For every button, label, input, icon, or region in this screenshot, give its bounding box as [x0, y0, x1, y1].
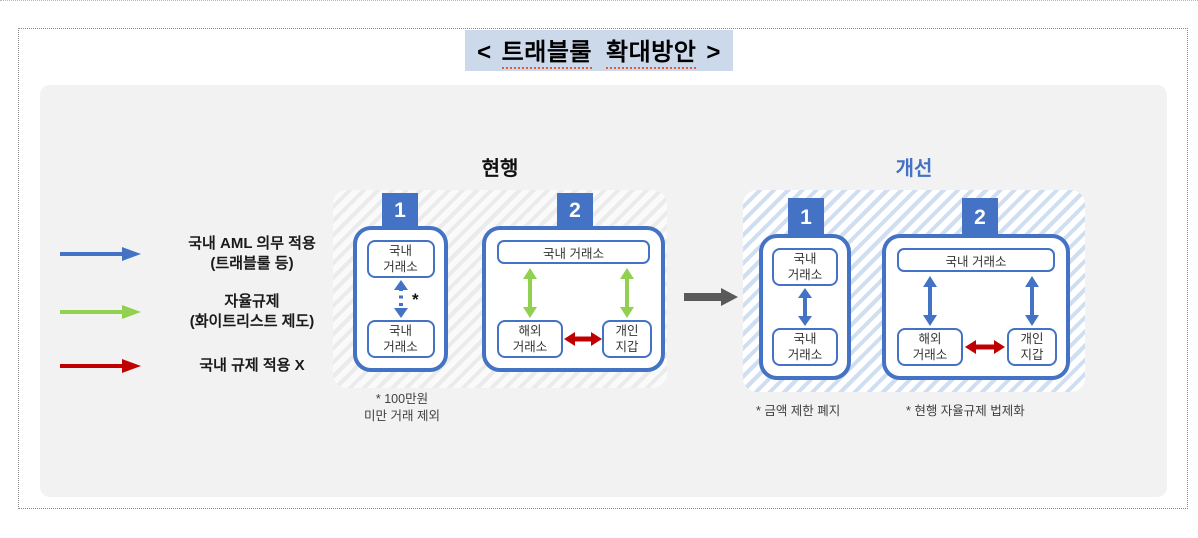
scenario-2-container: 국내 거래소 해외 거래소 개인 지갑	[482, 226, 665, 372]
scenario-1-container: 국내 거래소 국내 거래소	[759, 234, 851, 380]
transition-arrow-icon	[684, 288, 738, 306]
outer-dotted-border	[18, 28, 1188, 509]
red-arrow-icon	[60, 359, 141, 373]
section-header-improved: 개선	[895, 158, 933, 180]
footnote-improved-2: * 현행 자율규제 법제화	[906, 404, 1025, 418]
domestic-exchange-box: 국내 거래소	[366, 320, 435, 358]
scenario-2-container: 국내 거래소 해외 거래소 개인 지갑	[882, 234, 1070, 380]
legend-item-domestic-aml: 국내 AML 의무 적용 (트래블룰 등)	[58, 228, 360, 280]
scenario-2-tab: 2	[557, 193, 593, 229]
personal-wallet-box: 개인 지갑	[602, 320, 652, 358]
personal-wallet-box: 개인 지갑	[1007, 328, 1057, 366]
title-word-2: 확대방안	[606, 39, 697, 69]
domestic-exchange-box: 국내 거래소	[366, 240, 435, 278]
legend-label: 국내 규제 적용 X	[199, 357, 305, 374]
top-dotted-rule	[0, 0, 1198, 1]
overseas-exchange-box: 해외 거래소	[897, 328, 963, 366]
title-bar: < 트래블룰 확대방안 >	[0, 30, 1198, 71]
domestic-exchange-box: 국내 거래소	[772, 328, 838, 366]
scenario-1-tab: 1	[788, 198, 824, 237]
title-close-bracket: >	[706, 39, 721, 66]
scenario-2-tab: 2	[962, 198, 998, 237]
section-header-current: 현행	[481, 158, 519, 180]
green-double-arrow-icon	[523, 268, 537, 318]
title-word-1: 트래블룰	[501, 39, 592, 69]
legend-label: 자율규제 (화이트리스트 제도)	[189, 293, 315, 330]
legend-item-no-regulation: 국내 규제 적용 X	[58, 348, 360, 384]
footnote-marker: *	[412, 290, 419, 309]
title-open-bracket: <	[477, 39, 492, 66]
green-double-arrow-icon	[620, 268, 634, 318]
scenario-1-container: 국내 거래소 * 국내 거래소	[353, 226, 448, 372]
page-title: < 트래블룰 확대방안 >	[465, 30, 733, 71]
dashed-blue-double-arrow-icon	[393, 280, 408, 318]
legend-label: 국내 AML 의무 적용 (트래블룰 등)	[188, 235, 316, 272]
red-double-arrow-icon	[965, 340, 1005, 354]
green-arrow-icon	[60, 305, 141, 319]
panel-current: 1 국내 거래소 * 국내 거래소 2 국내 거래소	[333, 190, 667, 388]
blue-double-arrow-icon	[798, 288, 812, 326]
overseas-exchange-box: 해외 거래소	[497, 320, 563, 358]
scenario-1-tab: 1	[382, 193, 418, 229]
footnote-current: * 100만원 미만 거래 제외	[364, 392, 440, 423]
domestic-exchange-box: 국내 거래소	[497, 240, 650, 264]
legend-item-self-regulation: 자율규제 (화이트리스트 제도)	[58, 286, 360, 338]
blue-arrow-icon	[60, 247, 141, 261]
panel-improved: 1 국내 거래소 국내 거래소 2 국내 거래소	[743, 190, 1085, 392]
blue-double-arrow-icon	[923, 276, 937, 326]
red-double-arrow-icon	[564, 332, 602, 346]
blue-double-arrow-icon	[1025, 276, 1039, 326]
footnote-improved-1: * 금액 제한 폐지	[756, 404, 841, 418]
domestic-exchange-box: 국내 거래소	[772, 248, 838, 286]
domestic-exchange-box: 국내 거래소	[897, 248, 1055, 272]
